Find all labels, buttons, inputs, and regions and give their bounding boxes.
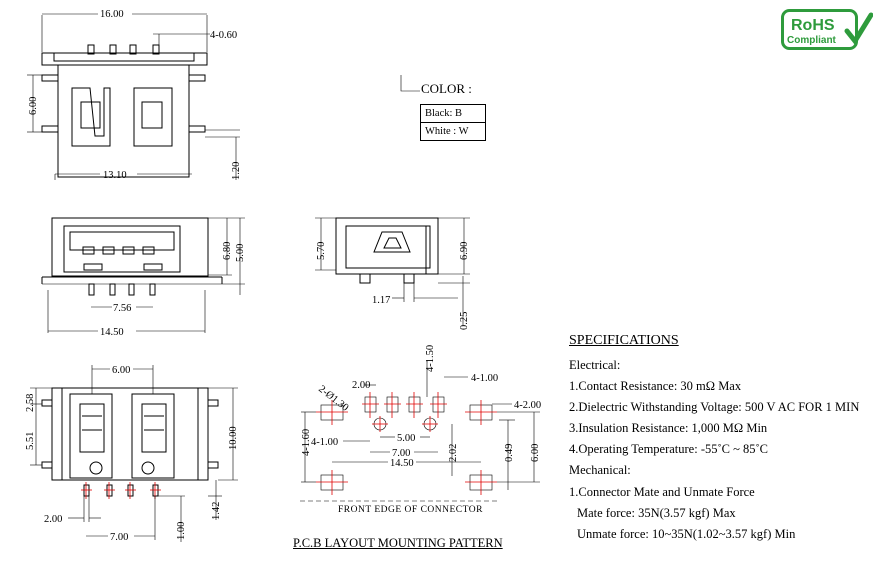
top-view: 16.00 4-0.60 6.00 13.10 (27, 9, 242, 181)
dim-4-2-00: 4-2.00 (514, 400, 541, 411)
spec-line-mate-force: Mate force: 35N(3.57 kgf) Max (577, 506, 736, 520)
spec-line-dielectric: 2.Dielectric Withstanding Voltage: 500 V… (569, 400, 860, 414)
dim-6-00-pcb: 6.00 (530, 444, 541, 462)
dim-4-1-50: 4-1.50 (425, 345, 436, 372)
color-heading: COLOR : (421, 81, 472, 96)
dim-4-1-60: 4-1.60 (301, 429, 312, 456)
dim-10-00: 10.00 (228, 426, 239, 450)
pcb-layout: 2.00 4-1.50 4-1.00 4-2.00 2-Ø1.30 4-1.60… (300, 345, 541, 502)
dim-6-80: 6.80 (222, 242, 233, 260)
dim-5-00-front: 7.56 (113, 303, 131, 314)
spec-line-temperature: 4.Operating Temperature: -55˚C ~ 85˚C (569, 442, 769, 456)
dim-4-1-00-top: 4-1.00 (471, 373, 498, 384)
dim-4-0-60: 4-0.60 (210, 30, 237, 41)
color-callout-line (400, 75, 420, 92)
side-view: 5.70 6.90 1.17 0.25 (315, 217, 470, 330)
spec-line-mate-unmate: 1.Connector Mate and Unmate Force (569, 485, 755, 499)
front-view: 7.56 14.50 6.80 5.00 (41, 217, 246, 338)
dim-2-58: 2.58 (25, 394, 36, 412)
spec-electrical-heading: Electrical: (569, 358, 621, 372)
dim-5-00-pcb: 5.00 (397, 433, 415, 444)
bottom-view: 6.00 2.58 5.51 10.00 1.42 2.00 7.00 1.00 (25, 365, 239, 543)
dim-0-49: 0.49 (504, 444, 515, 462)
checkmark-icon (844, 12, 874, 46)
dim-5-70: 5.70 (316, 242, 327, 260)
dim-7-00-pcb: 7.00 (392, 448, 410, 459)
spec-line-unmate-force: Unmate force: 10~35N(1.02~3.57 kgf) Min (577, 527, 796, 541)
dim-7-56: 5.00 (235, 244, 246, 262)
color-table: Black: B White : W (420, 104, 486, 141)
color-row-black: Black: B (425, 108, 463, 119)
spec-mechanical-heading: Mechanical: (569, 463, 631, 477)
dim-7-00-bottom: 7.00 (110, 532, 128, 543)
dim-16-00: 16.00 (100, 9, 124, 20)
dim-1-17: 1.17 (372, 295, 390, 306)
dim-1-00: 1.00 (176, 522, 187, 540)
spec-line-insulation: 3.Insulation Resistance: 1,000 MΩ Min (569, 421, 768, 435)
dim-14-50-front: 14.50 (100, 327, 124, 338)
color-row-white: White : W (421, 122, 485, 140)
spec-line-contact-resistance: 1.Contact Resistance: 30 mΩ Max (569, 379, 742, 393)
rohs-compliant-logo: RoHS Compliant (781, 9, 874, 51)
dim-4-1-00-left: 4-1.00 (311, 437, 338, 448)
dim-1-42: 1.42 (211, 502, 222, 520)
dim-5-51: 5.51 (25, 432, 36, 450)
specifications-title: SPECIFICATIONS (569, 333, 679, 348)
pcb-caption: P.C.B LAYOUT MOUNTING PATTERN (293, 536, 503, 550)
dim-13-10: 13.10 (103, 170, 127, 181)
dim-6-90: 6.90 (459, 242, 470, 260)
dim-1-20: 1.20 (231, 162, 242, 180)
dim-6-00-bottom: 6.00 (112, 365, 130, 376)
dim-2-00-pcb: 2.00 (352, 380, 370, 391)
compliant-logo-text: Compliant (787, 35, 837, 46)
dim-2-00-bottom: 2.00 (44, 514, 62, 525)
dim-2-02: 2.02 (448, 444, 459, 462)
dim-6-00-top: 6.00 (28, 97, 39, 115)
front-edge-label: FRONT EDGE OF CONNECTOR (338, 505, 483, 515)
dim-0-25: 0.25 (459, 312, 470, 330)
rohs-logo-text: RoHS (791, 17, 835, 34)
dim-14-50-pcb: 14.50 (390, 458, 414, 469)
